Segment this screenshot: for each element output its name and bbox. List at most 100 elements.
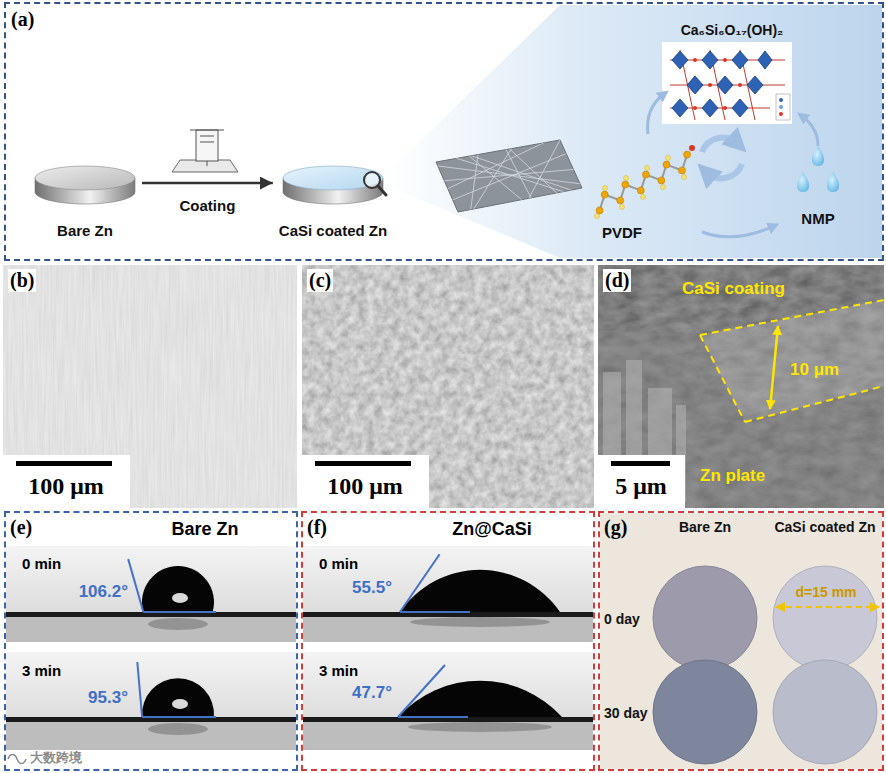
schematic-a [617,197,624,204]
angle-value: 106.2° [79,582,128,602]
schematic-a [35,166,135,190]
schematic-a [779,98,783,102]
contact-angle-photos-f [398,665,468,717]
zinc-discs-photo-g [776,606,879,608]
schematic-a [802,116,818,146]
schematic-a [378,186,386,195]
row-label: 0 day [604,611,640,627]
schematic-a [693,58,742,110]
schematic-a [445,135,560,190]
schematic-a [641,195,646,200]
row-label: 30 day [604,705,648,721]
layer-label: CaSi coating [682,279,785,299]
contact-angle-photos-e [6,722,296,750]
contact-angle-photos-f [398,681,562,717]
schematic-a [455,150,585,195]
process-arrow [142,182,273,185]
schematic-a [620,205,625,210]
sem-image-b [3,265,297,508]
time-label: 0 min [22,555,61,572]
sem-cross-section-d [700,300,884,422]
schematic-a [779,112,783,116]
schematic-a [672,51,772,117]
sem-cross-section-d [598,265,884,508]
panel-letter: (e) [10,516,32,539]
schematic-a [436,140,582,212]
schematic-a [672,51,688,69]
contact-angle-photos-e [137,662,216,717]
schematic-a [378,5,882,258]
zinc-discs-photo-g [653,566,757,670]
zinc-discs-photo-g [653,660,757,764]
schematic-a [723,58,727,62]
schematic-a [658,177,665,184]
panel-letter: (b) [8,269,36,292]
zinc-discs-photo-g [773,566,877,670]
contact-angle-photos-f [400,554,470,612]
sem-cross-section-d [598,265,884,508]
zinc-disk: Bare Zn [28,150,142,248]
schematic-a [708,83,712,87]
schematic-a [702,51,718,69]
sem-image-b [16,461,112,466]
contact-angle-photos-e [172,699,188,709]
contact-angle-photos-f [303,617,593,642]
schematic-a [661,185,666,190]
time-label: 0 min [319,555,358,572]
schematic-a [747,76,763,94]
schematic-a [603,186,608,191]
schematic-a [624,176,629,181]
sem-cross-section-d [745,386,884,422]
contact-angle-photos-e [6,546,296,642]
panel-letter: (g) [604,516,627,539]
edge-label: Coating [179,197,235,214]
zinc-discs-photo-g [773,660,877,764]
schematic-a [190,130,224,166]
schematic-a [622,181,629,188]
panel-box: (g) [598,511,884,771]
scale-bar-label: 5 μm [615,473,667,501]
schematic-a [702,138,738,152]
schematic-a [702,226,774,237]
schematic-a [596,151,691,214]
schematic-a [642,171,649,178]
schematic-a [670,50,785,120]
schematic-a [663,161,670,168]
zinc-discs-photo-g [600,513,882,769]
schematic-a [732,51,748,69]
dimension-label: 10 μm [790,360,839,380]
scale-bar-label: 100 μm [327,473,403,501]
contact-angle-photos-f [303,652,593,750]
schematic-a [666,156,671,161]
angle-value: 55.5° [352,578,392,598]
sem-image-c [315,461,411,466]
layer-label: Zn plate [700,466,765,486]
coated-zinc-disk: CaSi coated Zn [273,150,393,248]
time-label: 3 min [22,662,61,679]
sem-cross-section-d [611,461,670,466]
schematic-a [797,172,809,192]
panel-box: (e) Bare Zn [4,511,298,771]
schematic-a [596,207,603,214]
schematic-a [776,94,790,120]
angle-value: 95.3° [88,688,128,708]
schematic-a [827,172,839,192]
schematic-a [682,175,687,180]
panel-box: (f)Zn@CaSi [301,511,595,771]
panel-title: Bare Zn [171,519,238,540]
schematic-a [520,140,560,215]
contact-angle-photos-e [6,652,296,750]
time-label: 3 min [319,662,358,679]
contact-angle-photos-e [128,559,216,612]
contact-angle-photos-f [303,546,593,642]
schematic-a [693,58,697,62]
panel-letter: (f) [307,516,327,539]
disk-label: CaSi coated Zn [279,222,387,239]
schematic-a [684,151,691,158]
schematic-a [679,167,686,174]
schematic-a [172,160,238,172]
schematic-a [758,51,772,69]
schematic-a [35,5,882,258]
sem-panel: (b)100 μm [3,265,297,508]
